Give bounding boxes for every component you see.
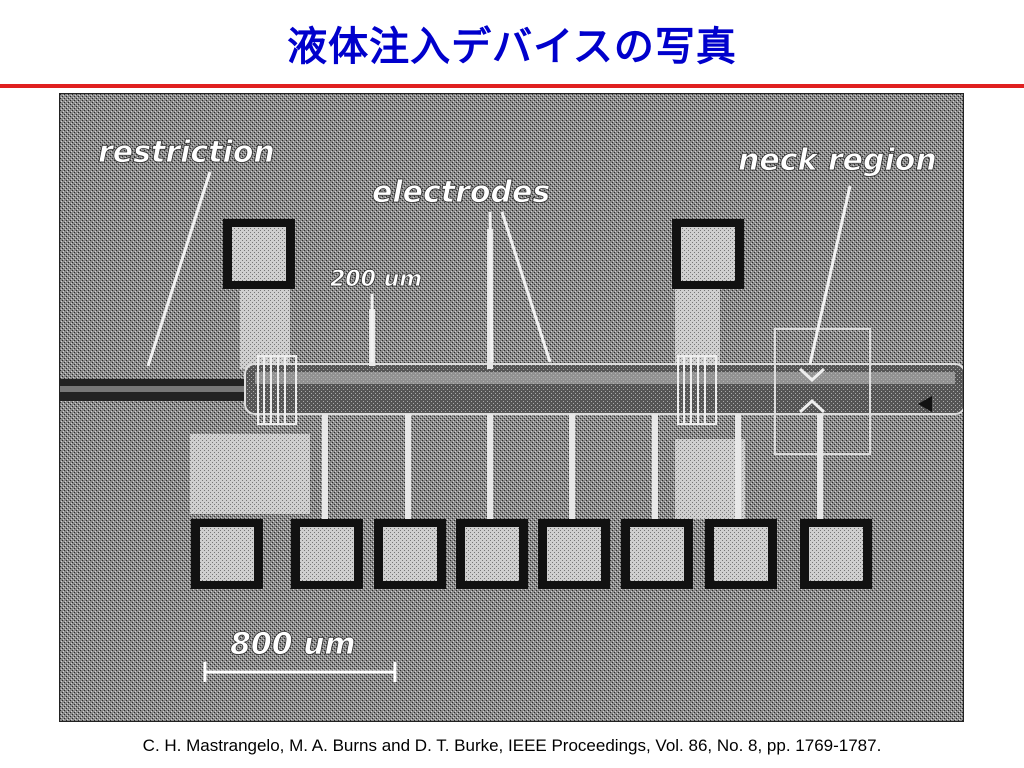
flow-arrow-icon	[918, 396, 932, 412]
slide-title: 液体注入デバイスの写真	[287, 24, 737, 70]
electrode-pad	[538, 519, 610, 589]
electrode-pad	[621, 519, 693, 589]
annotation-pointers	[146, 171, 852, 367]
electrode-pad	[800, 519, 872, 589]
restriction-structure-right	[677, 355, 717, 425]
label-scale-bar: 800 um	[230, 627, 356, 662]
label-channel-width: 200 um	[330, 267, 422, 292]
electrode-pad	[705, 519, 777, 589]
restriction-structure-left	[257, 355, 297, 425]
electrode-pad	[374, 519, 446, 589]
label-neck-region: neck region	[738, 143, 937, 178]
top-pad-right	[672, 219, 744, 289]
label-restriction: restriction	[98, 135, 275, 170]
label-electrodes: electrodes	[372, 175, 550, 210]
electrode-pad	[456, 519, 528, 589]
citation-caption: C. H. Mastrangelo, M. A. Burns and D. T.…	[142, 736, 882, 755]
electrode-pad	[291, 519, 363, 589]
electrode-pads	[191, 519, 872, 589]
title-divider	[0, 84, 1024, 88]
device-photo: restriction electrodes neck region 200 u…	[59, 93, 964, 722]
scale-bar	[203, 662, 397, 682]
electrode-pad	[191, 519, 263, 589]
top-pad-left	[223, 219, 295, 289]
